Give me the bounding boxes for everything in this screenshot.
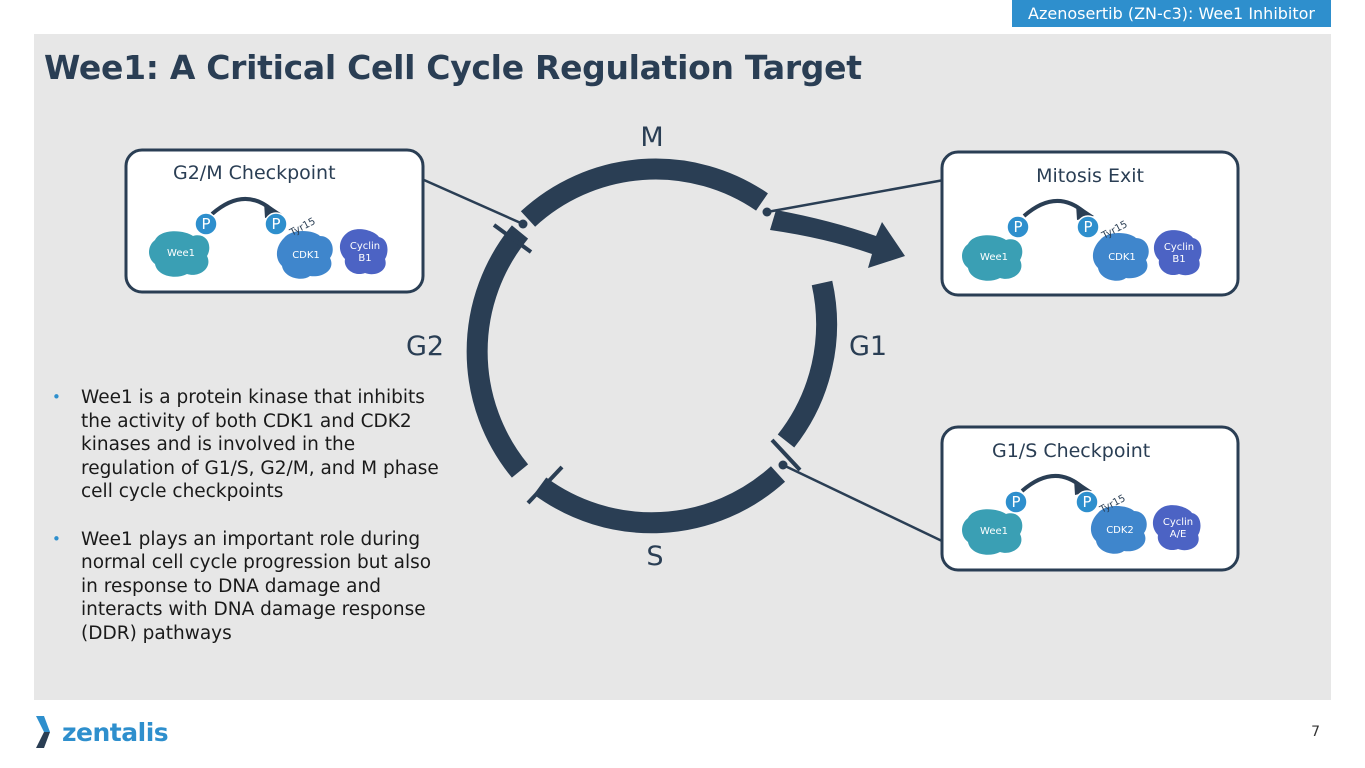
ring-segment-g2 <box>466 225 529 478</box>
phase-label-m: M <box>640 122 663 153</box>
phase-label-g2: G2 <box>406 331 444 362</box>
phosphate-icon <box>1076 215 1100 239</box>
checkpoint-box-g2m: G2/M Checkpoint Wee1 P CDK1 P Tyr15 Cycl… <box>124 148 425 294</box>
mitosis-exit-arrow <box>770 210 905 268</box>
wee1-label: Wee1 <box>980 526 1008 537</box>
svg-text:P: P <box>271 215 280 233</box>
svg-text:B1: B1 <box>1172 254 1185 265</box>
bullet-list: • Wee1 is a protein kinase that inhibits… <box>52 386 452 669</box>
phosphate-icon <box>1006 215 1030 239</box>
page-number: 7 <box>1311 724 1320 740</box>
phosphate-icon <box>264 212 288 236</box>
cdk-label: CDK2 <box>1106 525 1134 536</box>
phosphate-icon <box>194 212 218 236</box>
bullet-item: • Wee1 is a protein kinase that inhibits… <box>52 386 452 504</box>
checkpoint-box-g1s: G1/S Checkpoint Wee1 P CDK2 P Tyr15 Cycl… <box>940 425 1240 572</box>
ring-segment-g1 <box>777 280 838 448</box>
bullet-marker: • <box>52 529 61 548</box>
svg-text:P: P <box>1083 218 1092 236</box>
checkpoint-title: Mitosis Exit <box>1036 165 1144 187</box>
phase-label-s: S <box>646 541 663 572</box>
svg-text:Cyclin: Cyclin <box>1163 517 1193 528</box>
svg-text:P: P <box>1011 493 1020 511</box>
cdk-label: CDK1 <box>1108 252 1136 263</box>
checkpoint-title: G1/S Checkpoint <box>992 440 1150 462</box>
checkpoint-ticks <box>492 223 802 505</box>
zentalis-logo-icon <box>36 716 50 748</box>
header-tag: Azenosertib (ZN-c3): Wee1 Inhibitor <box>1012 0 1331 27</box>
checkpoint-title: G2/M Checkpoint <box>173 162 336 184</box>
content-panel <box>34 34 1331 700</box>
svg-text:B1: B1 <box>358 253 371 264</box>
checkpoint-box-mitosis-exit: Mitosis Exit Wee1 P CDK1 P Tyr15 Cyclin … <box>940 150 1240 297</box>
ring-segment-s <box>533 466 786 534</box>
svg-text:A/E: A/E <box>1170 529 1187 540</box>
wee1-label: Wee1 <box>167 248 195 259</box>
svg-text:Cyclin: Cyclin <box>1164 242 1194 253</box>
logo-text: zentalis <box>62 717 169 747</box>
svg-text:P: P <box>1082 493 1091 511</box>
bullet-text: Wee1 is a protein kinase that inhibits t… <box>81 387 439 502</box>
bullet-text: Wee1 plays an important role during norm… <box>81 528 432 644</box>
connector-dot <box>518 219 528 229</box>
cycle-ring <box>466 158 838 534</box>
svg-text:Cyclin: Cyclin <box>350 241 380 252</box>
ring-segment-m <box>520 158 768 227</box>
page-title: Wee1: A Critical Cell Cycle Regulation T… <box>44 48 862 87</box>
connector-dot <box>762 207 772 217</box>
connector-dot <box>778 460 788 470</box>
zentalis-logo: zentalis <box>34 714 169 750</box>
phosphate-icon <box>1004 490 1028 514</box>
phosphate-icon <box>1075 490 1099 514</box>
svg-text:P: P <box>201 215 210 233</box>
phase-label-g1: G1 <box>849 331 887 362</box>
bullet-marker: • <box>52 388 61 406</box>
wee1-label: Wee1 <box>980 252 1008 263</box>
connector-lines <box>423 178 945 543</box>
cdk-label: CDK1 <box>292 250 320 261</box>
bullet-item: • Wee1 plays an important role during no… <box>52 528 452 646</box>
svg-text:P: P <box>1013 218 1022 236</box>
